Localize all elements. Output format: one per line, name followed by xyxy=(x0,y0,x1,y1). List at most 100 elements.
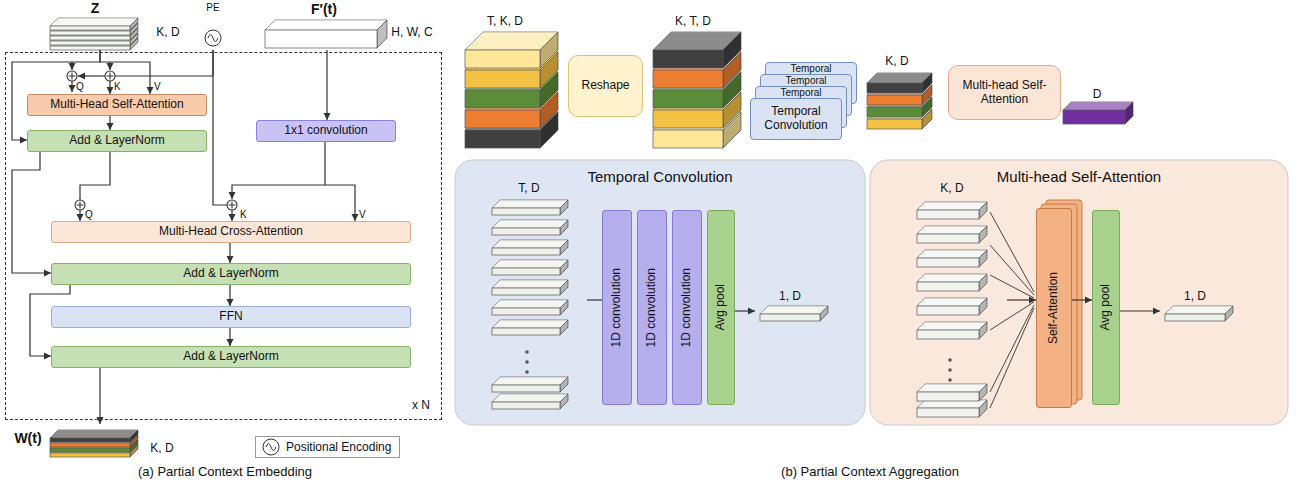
slab-front xyxy=(465,110,540,128)
slab-shade xyxy=(560,394,568,409)
panel-ground xyxy=(870,160,1288,425)
slab-front xyxy=(50,41,130,45)
slab-shade xyxy=(492,220,568,228)
box-text: Avg pool xyxy=(1099,284,1113,330)
sine-wave xyxy=(266,444,276,451)
slab-shade xyxy=(50,430,138,438)
ellipsis-dot xyxy=(525,350,529,354)
slab-top xyxy=(1063,102,1133,110)
ellipsis-dot xyxy=(525,360,529,364)
detail-panel: Multi-head Self-AttentionK, DSelf-Attent… xyxy=(870,160,1288,425)
graphic-part xyxy=(109,62,110,70)
connector-arrow xyxy=(213,50,232,221)
slab-top xyxy=(867,73,932,83)
slab-side xyxy=(540,32,558,68)
tensor-figure: K, D xyxy=(862,55,942,135)
slab-side xyxy=(560,394,568,409)
box-text: Temporal Convolution xyxy=(751,105,841,133)
slab-front xyxy=(653,50,723,68)
repeat-frame: x NMulti-Head Self-AttentionAdd & LayerN… xyxy=(5,52,442,420)
tensor-label: x N xyxy=(412,399,430,413)
slab-shade xyxy=(560,200,568,215)
slab-front xyxy=(492,308,560,315)
port-label: K xyxy=(240,209,247,221)
slab-front xyxy=(492,248,560,255)
slab-top xyxy=(917,274,987,282)
layer-block: Self-Attention xyxy=(1036,208,1072,408)
slab-front xyxy=(917,330,979,339)
slab-shade xyxy=(560,300,568,315)
box-text: 1D convolution xyxy=(645,268,659,347)
process-box: Multi-head Self-Attention xyxy=(948,65,1061,120)
slab-front xyxy=(50,36,130,40)
slab-front xyxy=(50,26,130,30)
slab-side xyxy=(723,32,741,68)
detail-panel: Temporal ConvolutionT, D1D convolution1D… xyxy=(455,160,865,425)
tensor-figure: K, T, D xyxy=(648,15,748,150)
tensor-label: Temporal Convolution xyxy=(587,168,732,185)
slab-shade xyxy=(560,260,568,275)
ellipsis-dot xyxy=(948,368,952,372)
slab-shade xyxy=(492,394,568,402)
slab-shade xyxy=(979,274,987,291)
process-box: Multi-Head Cross-Attention xyxy=(51,221,411,243)
graphic-part xyxy=(105,71,115,81)
slab-shade xyxy=(917,250,987,258)
slab-top xyxy=(917,384,987,392)
slab-top xyxy=(492,240,568,248)
slab-side xyxy=(560,320,568,335)
slab-shade xyxy=(917,384,987,392)
layer-block: 1D convolution xyxy=(602,210,632,405)
slab-front xyxy=(492,228,560,235)
tensor-figure: K, D xyxy=(912,180,1007,420)
box-text: 1D convolution xyxy=(680,268,694,347)
tensor-label: T, K, D xyxy=(487,15,523,29)
slab-top xyxy=(917,202,987,210)
slab-side xyxy=(130,18,138,30)
slab-top xyxy=(50,18,138,26)
graphic-part xyxy=(71,81,72,92)
caption-text: (a) Partial Context Embedding xyxy=(138,465,312,480)
legend-box: Positional Encoding xyxy=(255,436,400,458)
tensor-drawing xyxy=(262,0,447,50)
slab-shade xyxy=(917,322,987,330)
slab-top xyxy=(492,280,568,288)
slab-top xyxy=(1165,306,1233,314)
box-text: Temporal xyxy=(780,87,821,98)
slab-shade xyxy=(560,320,568,335)
slab-front xyxy=(50,448,130,452)
tensor-label: K, D xyxy=(156,26,179,40)
tensor-label: D xyxy=(1093,88,1102,102)
tensor-drawing xyxy=(912,180,1007,420)
slab-side xyxy=(979,274,987,291)
connector-arrow xyxy=(110,50,213,94)
slab-side xyxy=(560,240,568,255)
slab-top xyxy=(492,200,568,208)
connector-arrow xyxy=(1072,299,1092,300)
tensor-label: W(t) xyxy=(14,430,41,446)
ellipsis-dot xyxy=(525,370,529,374)
stacked-module: TemporalTemporalTemporalTemporal Convolu… xyxy=(750,62,858,142)
slab-side xyxy=(560,280,568,295)
slab-top xyxy=(917,250,987,258)
caption-text: (b) Partial Context Aggregation xyxy=(781,465,959,480)
slab-side xyxy=(979,250,987,267)
slab-top xyxy=(760,306,828,314)
tensor-label: Z xyxy=(91,0,100,16)
slab-side xyxy=(560,377,568,392)
connector-arrow xyxy=(1120,310,1160,311)
slab-front xyxy=(50,31,130,35)
process-box: 1x1 convolution xyxy=(256,120,396,142)
slab-shade xyxy=(130,18,138,30)
slab-top xyxy=(492,260,568,268)
connector-arrow xyxy=(229,285,230,306)
tensor-label: PE xyxy=(206,2,219,14)
tensor-label: K, T, D xyxy=(675,15,711,29)
box-text: Add & LayerNorm xyxy=(179,350,282,364)
slab-shade xyxy=(979,202,987,219)
slab-side xyxy=(979,384,987,401)
graphic-part xyxy=(105,71,115,81)
slab-shade xyxy=(723,32,741,68)
module-box: Temporal Convolution xyxy=(750,98,842,140)
panel-ground xyxy=(455,160,865,425)
